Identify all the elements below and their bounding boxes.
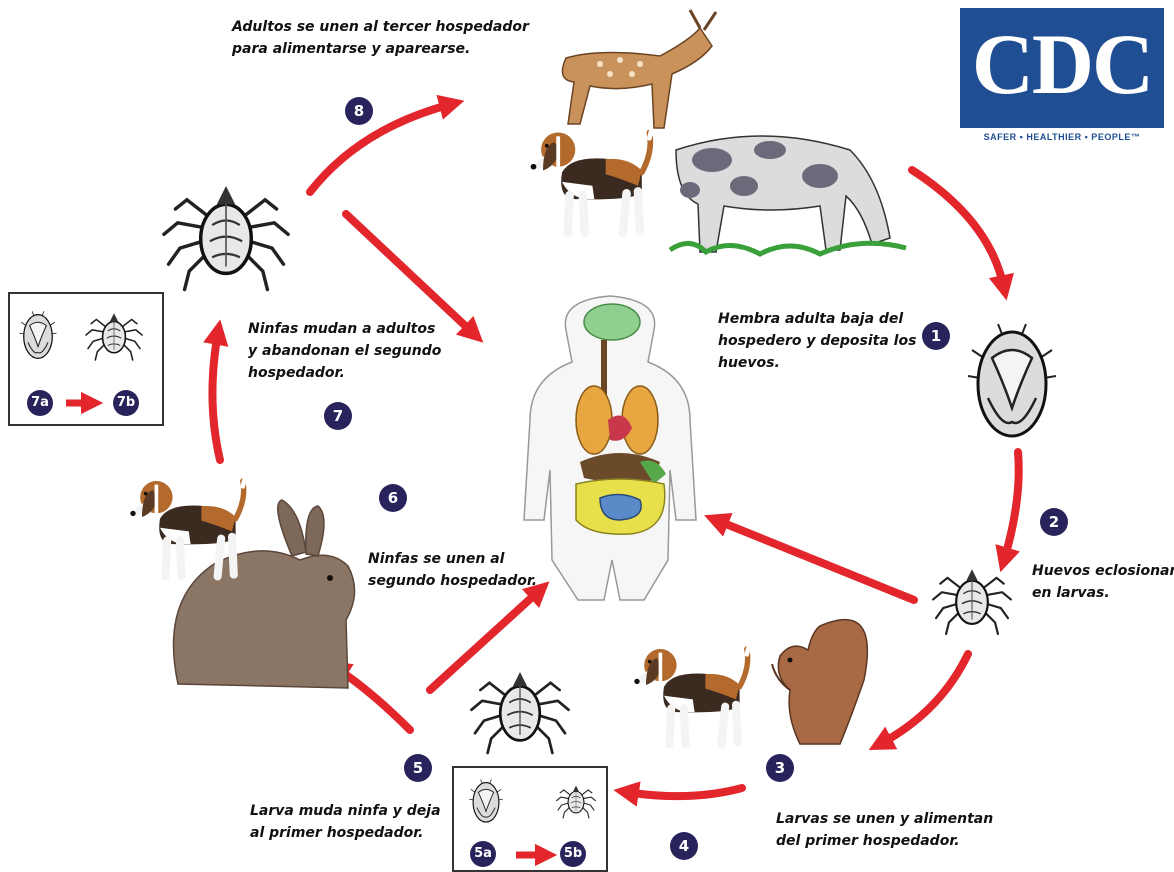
squirrel-icon: [772, 620, 867, 744]
arrow-larva-to-human: [716, 520, 914, 600]
larva-tick-icon: [933, 569, 1011, 634]
step-badge-3: 3: [766, 754, 794, 782]
arrow-3-to-4: [626, 788, 742, 796]
caption-step-6: Ninfas se unen al segundo hospedador.: [368, 548, 537, 592]
caption-step-5: Larva muda ninfa y deja al primer hosped…: [250, 800, 441, 844]
dog-icon: [531, 131, 652, 234]
arrow-1-to-2: [1004, 452, 1019, 560]
human-anatomy-icon: [524, 296, 696, 600]
caption-step-2: Huevos eclosionan en larvas.: [1032, 560, 1174, 604]
step-badge-4: 4: [670, 832, 698, 860]
arrow-adult-to-human: [346, 214, 474, 334]
cdc-logo: CDC SAFER • HEALTHIER • PEOPLE™: [960, 8, 1164, 150]
cdc-logo-tagline: SAFER • HEALTHIER • PEOPLE™: [960, 132, 1164, 142]
step-badge-2: 2: [1040, 508, 1068, 536]
step-badge-1: 1: [922, 322, 950, 350]
inset-badge-7a: 7a: [27, 390, 53, 416]
deer-icon: [562, 10, 716, 128]
arrow-nymph-to-human: [430, 590, 540, 690]
step-badge-5: 5: [404, 754, 432, 782]
dog-icon: [634, 647, 748, 744]
cow-icon: [670, 136, 906, 254]
caption-step-8: Adultos se unen al tercer hospedador par…: [232, 16, 529, 60]
arrow-6-to-7: [212, 332, 220, 460]
caption-step-1: Hembra adulta baja del hospedero y depos…: [718, 308, 916, 374]
inset-badge-7b: 7b: [113, 390, 139, 416]
step-badge-7: 7: [324, 402, 352, 430]
inset-badge-5a: 5a: [470, 841, 496, 867]
nymph-tick-icon: [471, 672, 568, 753]
caption-step-3: Larvas se unen y alimentan del primer ho…: [776, 808, 993, 852]
step-badge-6: 6: [379, 484, 407, 512]
arrow-2-to-3: [880, 654, 968, 744]
caption-step-7: Ninfas mudan a adultos y abandonan el se…: [248, 318, 441, 384]
cdc-logo-box: CDC: [960, 8, 1164, 128]
cdc-logo-text: CDC: [960, 14, 1164, 114]
arrow-hosts-to-1: [912, 170, 1004, 288]
inset-badge-5b: 5b: [560, 841, 586, 867]
arrow-7-to-8: [310, 104, 452, 192]
adult-tick-icon: [164, 186, 288, 290]
engorged-tick-icon: [968, 324, 1056, 436]
step-badge-8: 8: [345, 97, 373, 125]
